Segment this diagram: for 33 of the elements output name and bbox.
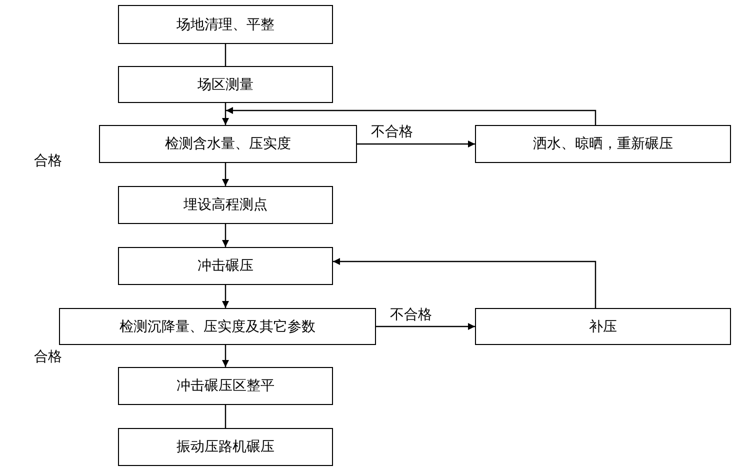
process-box [118, 5, 333, 44]
arrow [222, 163, 229, 186]
arrow [226, 107, 596, 125]
process-box [118, 186, 333, 224]
box-text: 冲击碾压 [198, 257, 254, 275]
arrow [222, 103, 229, 125]
box-text: 补压 [589, 318, 617, 336]
arrow [333, 258, 596, 308]
box-text: 埋设高程测点 [184, 196, 268, 214]
process-box [99, 125, 357, 163]
process-box [118, 428, 333, 466]
process-box [118, 247, 333, 285]
arrow [222, 224, 229, 247]
process-box [118, 367, 333, 405]
arrow [376, 323, 475, 330]
process-box [475, 308, 731, 345]
box-text: 振动压路机碾压 [176, 438, 274, 456]
edge-label: 不合格 [390, 306, 432, 322]
process-box [475, 125, 731, 163]
process-box [59, 308, 376, 345]
arrow [357, 140, 475, 148]
box-text: 检测含水量、压实度 [165, 135, 291, 153]
box-text: 冲击碾压区整平 [176, 377, 274, 395]
box-text: 检测沉降量、压实度及其它参数 [120, 318, 316, 336]
arrow [222, 285, 229, 308]
box-text: 洒水、晾晒，重新碾压 [533, 135, 673, 153]
edge-label: 不合格 [371, 124, 413, 140]
pass-label: 合格 [34, 152, 62, 170]
arrow [222, 345, 229, 367]
box-text: 场地清理、平整 [176, 16, 274, 34]
process-box [118, 66, 333, 103]
pass-label: 合格 [34, 348, 62, 366]
box-text: 场区测量 [198, 76, 254, 94]
